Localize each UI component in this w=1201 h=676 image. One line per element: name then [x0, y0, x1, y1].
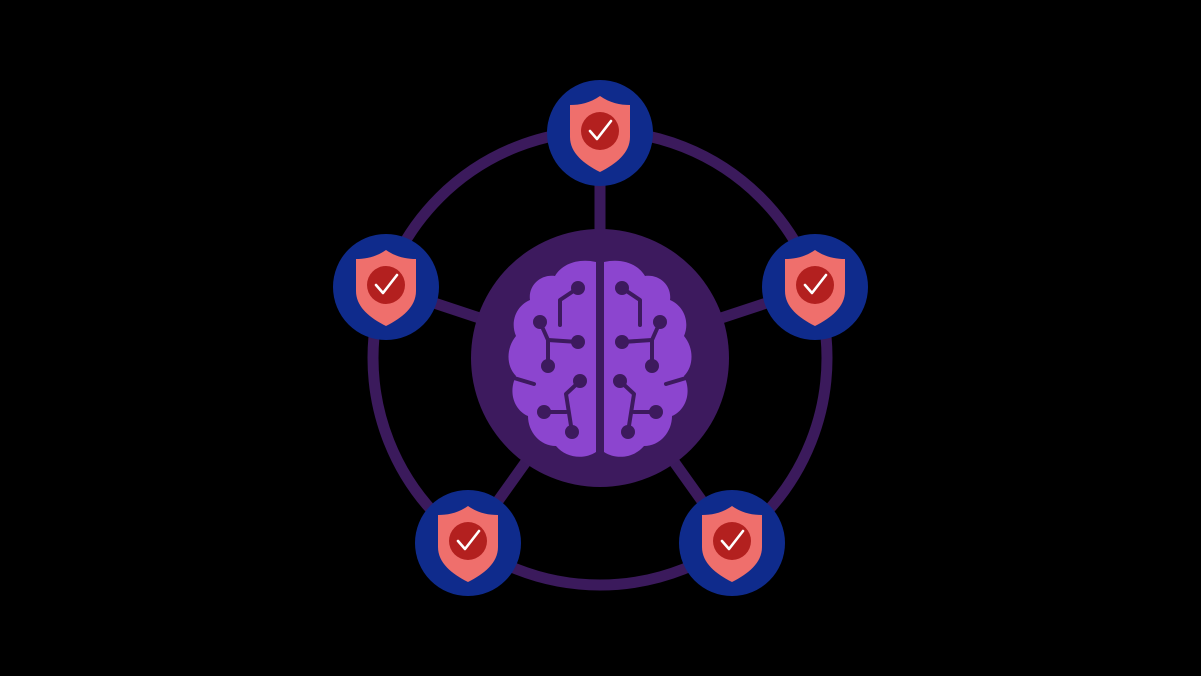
check-badge — [796, 266, 834, 304]
checkmark-icon — [803, 273, 828, 295]
check-badge — [449, 522, 487, 560]
brain-circuit-trace-right — [664, 376, 688, 386]
brain-circuit-node-left — [573, 374, 587, 388]
checkmark-icon — [720, 529, 745, 551]
brain-circuit-node-left — [565, 425, 579, 439]
brain-circuit-trace-left — [558, 286, 580, 327]
shield-check-icon — [570, 96, 630, 172]
checkmark-icon — [374, 273, 399, 295]
shield-check-icon — [438, 506, 498, 582]
brain-circuit-node-right — [653, 315, 667, 329]
check-badge — [367, 266, 405, 304]
shield-node-upper-left — [333, 234, 439, 340]
shield-node-lower-right — [679, 490, 785, 596]
brain-circuit-node-left — [541, 359, 555, 373]
shield-check-icon — [702, 506, 762, 582]
check-badge — [581, 112, 619, 150]
central-hub — [471, 229, 729, 487]
brain-circuit-node-right — [645, 359, 659, 373]
brain-circuit-icon — [508, 260, 692, 457]
brain-circuit-node-right — [615, 335, 629, 349]
brain-circuit-trace-right — [620, 286, 642, 327]
shield-check-icon — [785, 250, 845, 326]
checkmark-icon — [456, 529, 481, 551]
check-badge — [713, 522, 751, 560]
brain-right-hemisphere — [604, 260, 692, 457]
brain-circuit-node-left — [571, 281, 585, 295]
brain-circuit-node-left — [537, 405, 551, 419]
brain-circuit-node-left — [571, 335, 585, 349]
shield-nodes — [333, 80, 868, 596]
shield-node-top — [547, 80, 653, 186]
brain-circuit-node-right — [615, 281, 629, 295]
brain-circuit-node-right — [613, 374, 627, 388]
brain-circuit-node-right — [621, 425, 635, 439]
shield-node-upper-right — [762, 234, 868, 340]
brain-circuit-node-left — [533, 315, 547, 329]
shield-check-icon — [356, 250, 416, 326]
shield-node-lower-left — [415, 490, 521, 596]
brain-circuit-trace-left — [512, 376, 536, 386]
checkmark-icon — [588, 119, 613, 141]
brain-circuit-node-right — [649, 405, 663, 419]
brain-left-hemisphere — [508, 260, 596, 457]
